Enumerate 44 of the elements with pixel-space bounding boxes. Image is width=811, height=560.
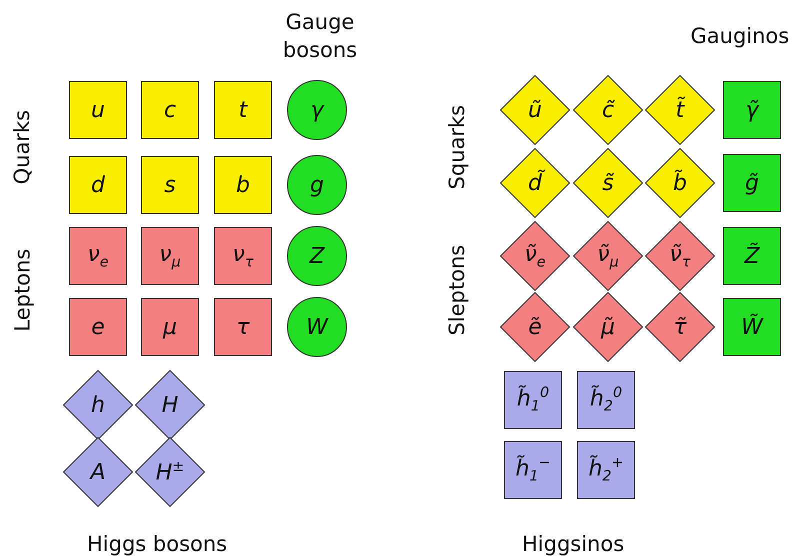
particle-square: d	[69, 156, 127, 214]
particle-square: s	[141, 156, 199, 214]
particle-square: t	[214, 81, 272, 139]
particle-square: Z̃	[723, 227, 781, 285]
particle-square: W̃	[723, 298, 781, 356]
particle-diamond: ν̃$_{e}$	[500, 221, 570, 291]
group-heading: Squarks	[444, 104, 470, 190]
group-heading: Higgsinos	[522, 531, 624, 558]
group-heading: Sleptons	[444, 244, 470, 336]
particle-diamond: b̃	[645, 148, 715, 218]
particle-diamond: t̃	[645, 75, 715, 145]
particle-circle: Z	[287, 226, 347, 286]
particle-diamond: H	[135, 370, 205, 440]
particle-square: c	[141, 81, 199, 139]
group-heading: Quarks	[9, 110, 36, 184]
group-heading: Leptons	[8, 248, 35, 332]
particle-diamond: A	[63, 437, 133, 507]
particle-square: μ	[141, 298, 199, 356]
particle-square: ν$_{e}$	[69, 227, 127, 285]
particle-diamond: τ̃	[645, 292, 715, 362]
particle-square: ν$_{τ}$	[214, 227, 272, 285]
particle-square: ν$_{μ}$	[141, 227, 199, 285]
particle-square: τ	[214, 298, 272, 356]
particle-square: γ̃	[723, 81, 781, 139]
particle-diamond: ẽ	[500, 292, 570, 362]
particle-square: b	[214, 156, 272, 214]
particle-square: g̃	[723, 154, 781, 212]
group-heading: Gauge bosons	[282, 9, 358, 64]
particle-square: e	[69, 298, 127, 356]
particle-square: u	[69, 81, 127, 139]
group-heading: Gauginos	[690, 23, 790, 50]
particle-diamond: c̃	[573, 75, 643, 145]
particle-circle: γ	[287, 80, 347, 140]
particle-diamond: μ̃	[573, 292, 643, 362]
particle-circle: g	[287, 155, 347, 215]
group-heading: Higgs bosons	[87, 531, 228, 558]
particle-circle: W	[287, 297, 347, 357]
particle-diamond: ν̃$_{μ}$	[573, 221, 643, 291]
particle-diamond: h	[63, 370, 133, 440]
particle-diamond: H$^{±}$	[135, 437, 205, 507]
particle-diamond: ũ	[500, 75, 570, 145]
particle-diamond: ν̃$_{τ}$	[645, 221, 715, 291]
particle-diamond: d̃	[500, 148, 570, 218]
particle-diamond: s̃	[573, 148, 643, 218]
